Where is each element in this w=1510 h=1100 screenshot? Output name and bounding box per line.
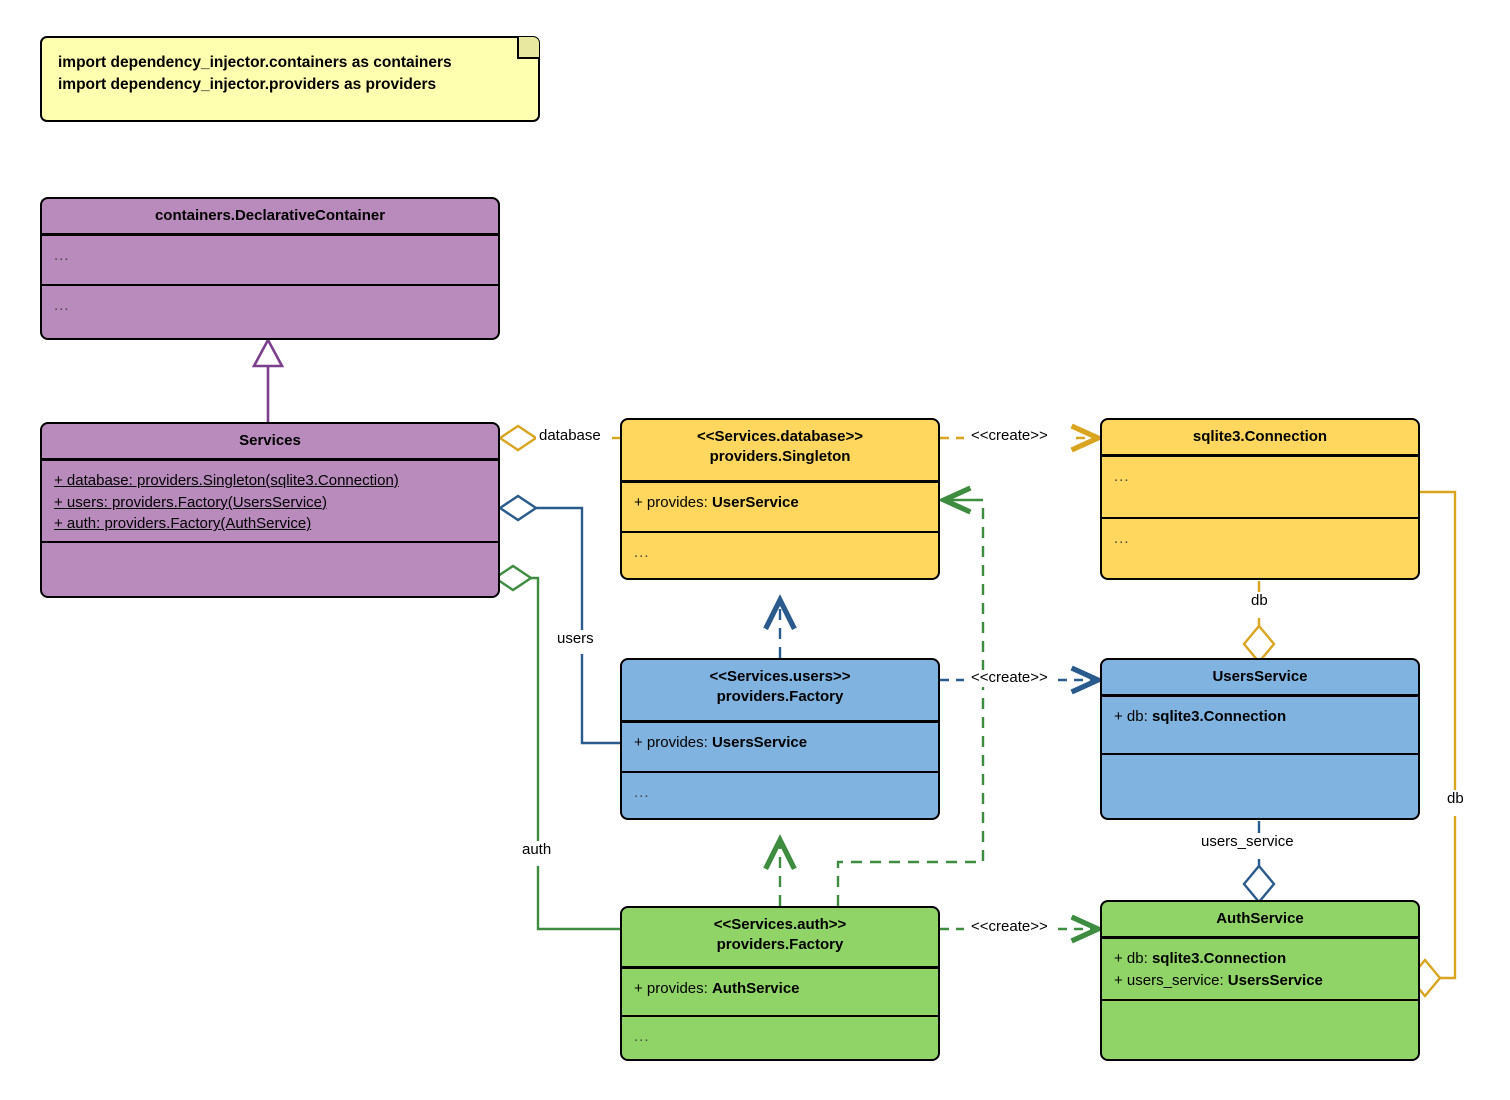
note-line-2: import dependency_injector.providers as … xyxy=(58,76,437,94)
methods-compartment xyxy=(1102,755,1418,813)
class-box-services-users[interactable]: <<Services.users>> providers.Factory + p… xyxy=(620,658,940,820)
divider xyxy=(1102,516,1418,520)
stereotype-line: <<Services.database>> xyxy=(697,428,863,445)
divider xyxy=(42,458,498,461)
edge-services-users xyxy=(497,494,620,745)
import-note: import dependency_injector.containers as… xyxy=(40,36,540,122)
edge-services-extends-declarativecontainer xyxy=(251,337,285,422)
divider xyxy=(1102,998,1418,1002)
class-box-services-auth[interactable]: <<Services.auth>> providers.Factory + pr… xyxy=(620,906,940,1061)
class-title-auth-service: AuthService xyxy=(1216,910,1304,927)
type-line: providers.Singleton xyxy=(709,448,851,466)
attributes-compartment: + provides: AuthService xyxy=(622,969,938,1015)
attributes-compartment: + provides: UserService xyxy=(622,483,938,531)
attribute-database: + database: providers.Singleton(sqlite3.… xyxy=(54,471,399,489)
attribute-auth: + auth: providers.Factory(AuthService) xyxy=(54,515,312,533)
class-title-users-service: UsersService xyxy=(1212,668,1308,685)
stereotype-line: <<Services.auth>> xyxy=(713,916,847,933)
stereotype-line: <<Services.users>> xyxy=(709,668,851,685)
attribute-db: + db: sqlite3.Connection xyxy=(1114,707,1287,725)
methods-compartment: ... xyxy=(54,297,70,315)
edge-label-auth: auth xyxy=(519,841,555,859)
methods-compartment: ... xyxy=(634,544,650,561)
attributes-compartment: + database: providers.Singleton(sqlite3.… xyxy=(42,461,498,541)
divider xyxy=(622,770,938,773)
attribute-db: + db: sqlite3.Connection xyxy=(1114,949,1287,967)
attributes-compartment: ... xyxy=(54,246,70,264)
divider xyxy=(622,530,938,533)
divider xyxy=(622,966,938,969)
divider xyxy=(1102,454,1418,457)
edge-label-db-auth: db xyxy=(1447,790,1464,807)
attributes-compartment: ... xyxy=(1114,467,1130,485)
divider xyxy=(42,283,498,287)
divider xyxy=(622,720,938,723)
divider xyxy=(1102,936,1418,939)
methods-compartment: ... xyxy=(634,784,650,801)
divider xyxy=(622,1014,938,1017)
methods-compartment xyxy=(42,543,498,581)
divider xyxy=(42,233,498,236)
edge-label-db-users: db xyxy=(1248,592,1271,610)
class-box-auth-service[interactable]: AuthService + db: sqlite3.Connection + u… xyxy=(1100,900,1420,1061)
note-fold-icon xyxy=(517,37,539,59)
attributes-compartment: + db: sqlite3.Connection + users_service… xyxy=(1102,939,1418,999)
divider xyxy=(1102,694,1418,697)
edge-label-create-users: <<create>> xyxy=(968,669,1051,687)
class-box-users-service[interactable]: UsersService + db: sqlite3.Connection xyxy=(1100,658,1420,820)
class-box-services-database[interactable]: <<Services.database>> providers.Singleto… xyxy=(620,418,940,580)
attribute-provides: + provides: UsersService xyxy=(634,733,808,751)
note-line-1: import dependency_injector.containers as… xyxy=(58,54,452,71)
attribute-users: + users: providers.Factory(UsersService) xyxy=(54,493,327,511)
methods-compartment: ... xyxy=(634,1028,650,1045)
attribute-users-service: + users_service: UsersService xyxy=(1114,971,1323,989)
class-box-declarative-container[interactable]: containers.DeclarativeContainer ... ... xyxy=(40,197,500,340)
methods-compartment: ... xyxy=(1114,530,1130,548)
divider xyxy=(42,540,498,544)
type-line: providers.Factory xyxy=(716,936,844,954)
divider xyxy=(1102,752,1418,756)
edge-services-auth xyxy=(492,564,620,931)
divider xyxy=(622,480,938,483)
class-title-services-auth: <<Services.auth>> providers.Factory xyxy=(622,908,938,966)
methods-compartment xyxy=(1102,1001,1418,1045)
edge-label-database: database xyxy=(536,427,604,445)
edge-label-create-auth: <<create>> xyxy=(968,918,1051,936)
class-title-services-users: <<Services.users>> providers.Factory xyxy=(622,660,938,720)
class-title-services: Services xyxy=(239,432,301,449)
edge-label-users-service: users_service xyxy=(1198,833,1297,851)
attributes-compartment: + db: sqlite3.Connection xyxy=(1102,697,1418,753)
class-title-sqlite3-connection: sqlite3.Connection xyxy=(1192,428,1328,445)
class-title-declarative-container: containers.DeclarativeContainer xyxy=(154,207,386,224)
attribute-provides: + provides: UserService xyxy=(634,493,799,511)
class-title-services-database: <<Services.database>> providers.Singleto… xyxy=(622,420,938,480)
attributes-compartment: + provides: UsersService xyxy=(622,723,938,771)
edge-label-users: users xyxy=(554,630,597,648)
class-box-services[interactable]: Services + database: providers.Singleton… xyxy=(40,422,500,598)
type-line: providers.Factory xyxy=(716,688,844,706)
class-box-sqlite3-connection[interactable]: sqlite3.Connection ... ... xyxy=(1100,418,1420,580)
attribute-provides: + provides: AuthService xyxy=(634,979,800,997)
edge-label-create-database: <<create>> xyxy=(968,427,1051,445)
